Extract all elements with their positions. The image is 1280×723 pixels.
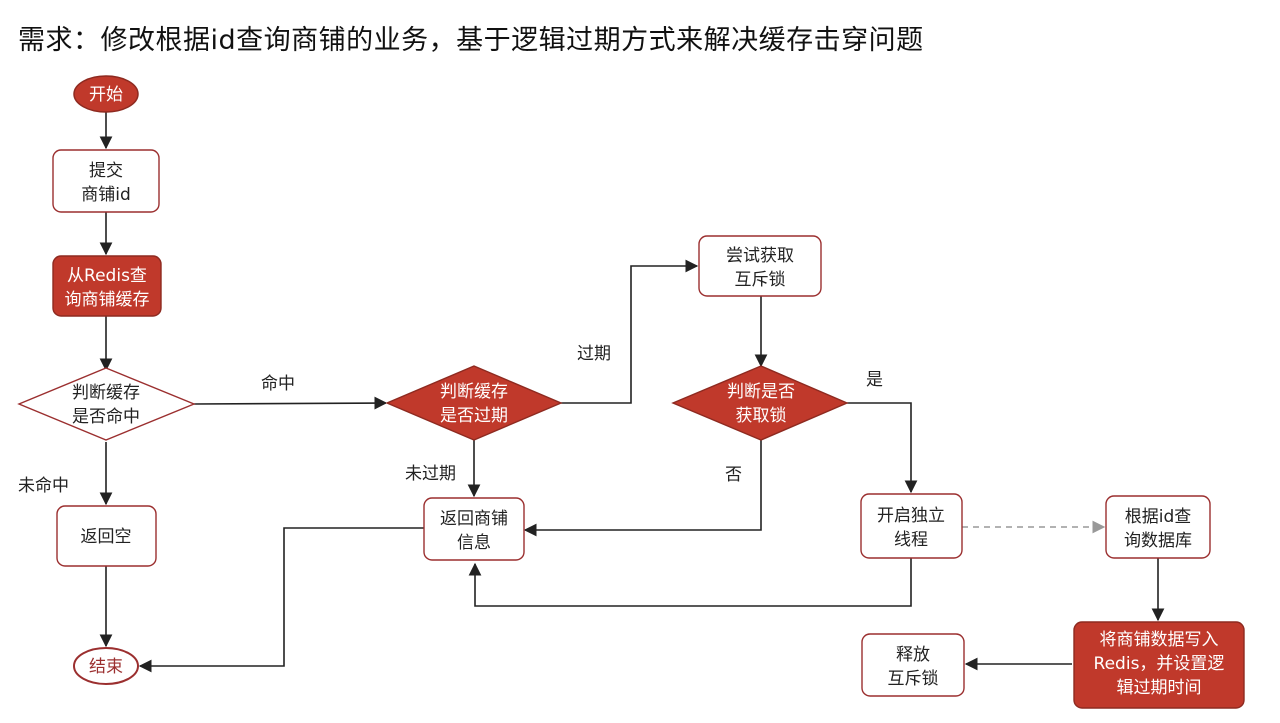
- node-return-empty: 返回空: [56, 505, 157, 567]
- node-return-empty-label: 返回空: [81, 527, 132, 547]
- node-start-thread: 开启独立 线程: [860, 493, 963, 559]
- edge-yes: [847, 402, 918, 494]
- node-judge-expire-line1: 判断缓存: [440, 382, 508, 402]
- node-return-info-line1: 返回商铺: [440, 509, 508, 529]
- node-end: 结束: [73, 647, 139, 685]
- node-try-lock: 尝试获取 互斥锁: [698, 235, 822, 297]
- node-judge-expire-line2: 是否过期: [440, 406, 508, 426]
- node-try-lock-line2: 互斥锁: [735, 270, 786, 290]
- node-start: 开始: [73, 75, 139, 113]
- node-judge-hit-line1: 判断缓存: [72, 383, 140, 403]
- edges: [99, 112, 1165, 673]
- node-write-redis-line1: 将商铺数据写入: [1100, 630, 1219, 650]
- label-miss: 未命中: [18, 476, 69, 496]
- label-no: 否: [725, 465, 742, 485]
- node-write-redis: 将商铺数据写入 Redis，并设置逻 辑过期时间: [1073, 621, 1245, 709]
- node-end-label: 结束: [89, 657, 123, 677]
- edge-thread-return: [468, 558, 912, 607]
- node-start-thread-line2: 线程: [894, 530, 928, 550]
- node-submit-line1: 提交: [89, 161, 123, 181]
- label-yes: 是: [866, 370, 883, 390]
- node-query-db-line2: 询数据库: [1124, 531, 1192, 551]
- node-query-redis: 从Redis查 询商铺缓存: [52, 255, 162, 317]
- node-judge-hit: 判断缓存 是否命中: [17, 367, 196, 441]
- node-start-thread-line1: 开启独立: [877, 506, 945, 526]
- edge-expired: [561, 259, 699, 404]
- node-query-db: 根据id查 询数据库: [1105, 495, 1211, 559]
- node-start-label: 开始: [89, 85, 123, 105]
- edge-no: [523, 440, 762, 537]
- page-title: 需求：修改根据id查询商铺的业务，基于逻辑过期方式来解决缓存击穿问题: [18, 25, 924, 56]
- node-submit: 提交 商铺id: [52, 149, 160, 213]
- label-not-expired: 未过期: [405, 464, 456, 484]
- node-release-lock-line1: 释放: [896, 645, 930, 665]
- node-release-lock: 释放 互斥锁: [861, 633, 965, 697]
- node-judge-lock-line1: 判断是否: [727, 382, 795, 402]
- node-write-redis-line3: 辑过期时间: [1117, 678, 1202, 698]
- node-query-redis-line1: 从Redis查: [67, 266, 147, 286]
- label-hit: 命中: [261, 374, 295, 394]
- edge-labels: 命中 未命中 过期 未过期 是 否: [18, 344, 883, 496]
- node-return-info: 返回商铺 信息: [423, 497, 525, 561]
- node-judge-lock-line2: 获取锁: [736, 406, 787, 426]
- node-judge-hit-line2: 是否命中: [72, 407, 140, 427]
- label-expired: 过期: [577, 344, 611, 364]
- node-submit-line2: 商铺id: [81, 185, 131, 205]
- node-query-redis-line2: 询商铺缓存: [65, 290, 150, 310]
- node-judge-expire: 判断缓存 是否过期: [385, 365, 563, 441]
- node-judge-lock: 判断是否 获取锁: [671, 365, 849, 441]
- node-try-lock-line1: 尝试获取: [726, 246, 794, 266]
- node-release-lock-line2: 互斥锁: [888, 669, 939, 689]
- node-return-info-line2: 信息: [457, 533, 491, 553]
- node-query-db-line1: 根据id查: [1125, 507, 1192, 527]
- node-write-redis-line2: Redis，并设置逻: [1094, 654, 1225, 674]
- edge-return-end: [138, 527, 424, 673]
- edge-hit: [193, 396, 388, 410]
